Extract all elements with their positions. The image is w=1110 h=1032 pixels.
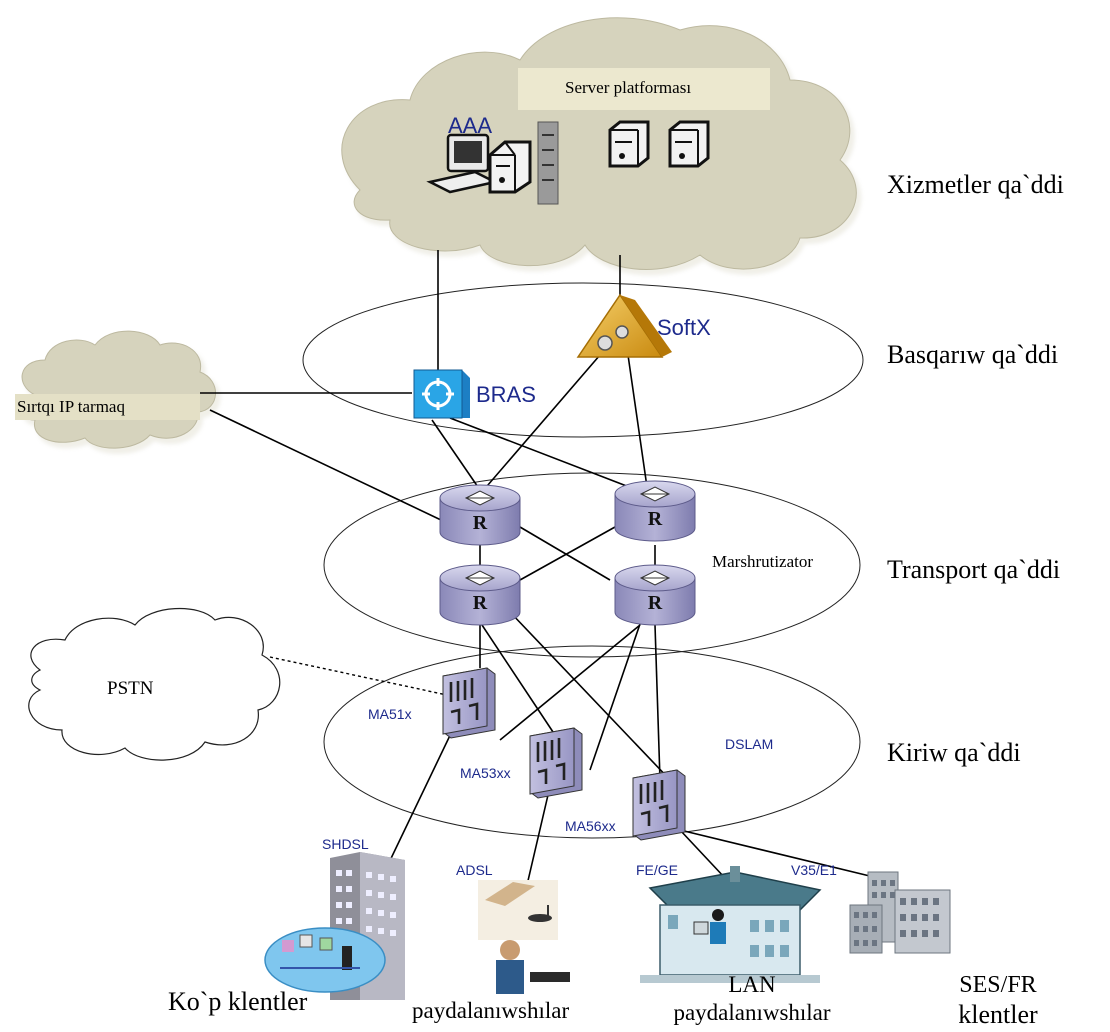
server-rack-icon xyxy=(537,121,559,205)
services-cloud xyxy=(341,17,857,270)
ses-fr-line1: SES/FR xyxy=(959,972,1037,998)
connection-lines xyxy=(200,250,879,916)
multi-tenant-building-icon xyxy=(264,852,405,1000)
softx-label: SoftX xyxy=(657,315,711,340)
ma53-label: MA53xx xyxy=(460,765,511,781)
fe-ge-label: FE/GE xyxy=(636,862,679,878)
server-icon-left xyxy=(608,120,650,168)
control-layer-ellipse xyxy=(302,282,864,438)
pstn-dashed-link xyxy=(269,656,448,696)
computer-icon xyxy=(426,133,499,194)
transport-layer-label: Transport qa`ddi xyxy=(887,555,1061,584)
ma51-device xyxy=(442,667,496,739)
server-icon xyxy=(488,140,532,194)
lan-users-line2: paydalanıwshılar xyxy=(673,1000,831,1025)
router-bottom-left: R xyxy=(439,564,521,626)
access-layer-label: Kiriw qa`ddi xyxy=(887,738,1021,767)
ses-fr-clients-label: SES/FR klentler xyxy=(928,970,1068,1030)
router-top-right: R xyxy=(614,480,696,542)
adsl-label: ADSL xyxy=(456,862,493,878)
v35-e1-label: V35/E1 xyxy=(791,862,837,878)
dslam-label: DSLAM xyxy=(725,736,774,752)
ma56-label: MA56xx xyxy=(565,818,616,834)
lan-users-label: LAN paydalanıwshılar xyxy=(637,971,867,1027)
bras-label: BRAS xyxy=(476,382,536,407)
bras-icon xyxy=(413,369,470,419)
access-layer-ellipse xyxy=(323,645,861,839)
router-letter: R xyxy=(648,592,663,614)
server-platform-box xyxy=(518,68,770,110)
server-platform-label: Server platforması xyxy=(565,78,692,97)
users-label: paydalanıwshılar xyxy=(412,998,570,1023)
router-letter: R xyxy=(473,592,488,614)
aaa-label: AAA xyxy=(448,113,493,138)
house-icon xyxy=(640,866,822,983)
router-label: Marshrutizator xyxy=(712,552,814,571)
ses-fr-line2: klentler xyxy=(958,1000,1038,1029)
router-letter: R xyxy=(648,508,663,530)
external-ip-cloud xyxy=(19,330,216,449)
services-layer-label: Xizmetler qa`ddi xyxy=(887,170,1064,199)
pstn-label: PSTN xyxy=(107,678,154,699)
ma56-device xyxy=(632,769,686,841)
server-icon-right xyxy=(668,120,710,168)
ma53-device xyxy=(529,727,583,799)
routers: R R R R xyxy=(439,480,696,626)
office-building-icon xyxy=(849,871,951,954)
router-top-left: R xyxy=(439,484,521,546)
lan-users-line1: LAN xyxy=(728,972,776,997)
external-ip-label: Sırtqı IP tarmaq xyxy=(17,397,125,416)
control-layer-label: Basqarıw qa`ddi xyxy=(887,340,1059,369)
multi-clients-label: Ko`p klentler xyxy=(168,987,308,1016)
router-bottom-right: R xyxy=(614,564,696,626)
external-ip-box xyxy=(15,394,200,420)
softx-icon xyxy=(576,293,672,358)
ma51-label: MA51x xyxy=(368,706,412,722)
adsl-user-icon xyxy=(478,880,570,994)
router-letter: R xyxy=(473,512,488,534)
pstn-cloud xyxy=(28,608,281,761)
shdsl-label: SHDSL xyxy=(322,836,369,852)
